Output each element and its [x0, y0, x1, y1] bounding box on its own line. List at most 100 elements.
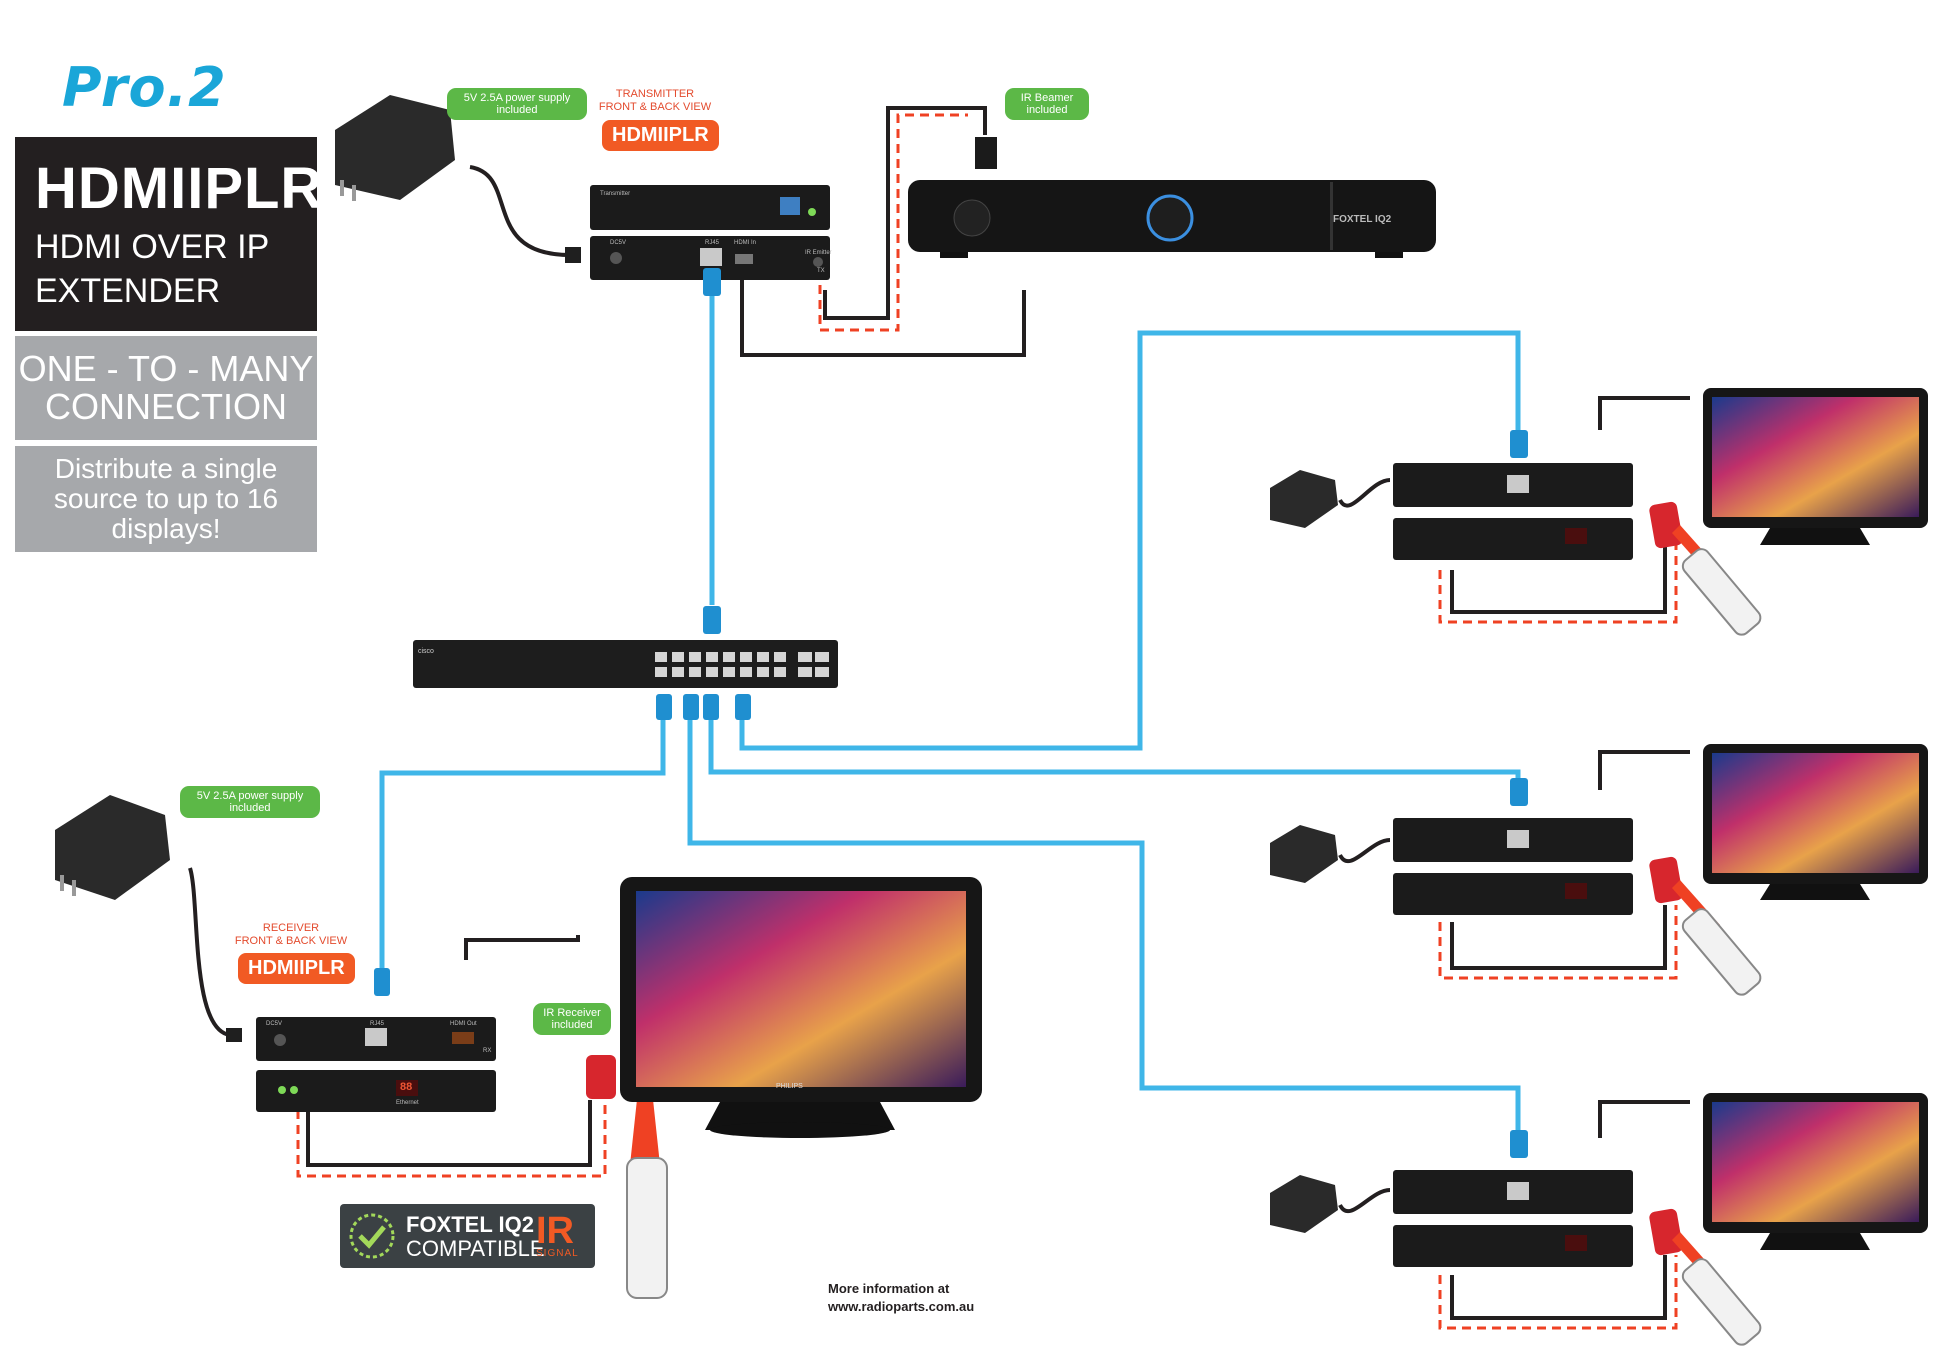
callout-text: IR Receiver: [543, 1007, 601, 1019]
tv-large: [620, 877, 982, 1138]
label-text: TRANSMITTER: [615, 88, 695, 100]
transmitter-label: TRANSMITTER FRONT & BACK VIEW: [590, 88, 720, 114]
rx-back-rx: RX: [483, 1048, 492, 1054]
tv-small: [1703, 744, 1928, 900]
distribute-line-2: source to up to 16: [53, 483, 279, 514]
connection-line-1: ONE - TO - MANY: [18, 348, 314, 389]
rx-back-rj45: RJ45: [370, 1021, 385, 1027]
network-switch: [413, 640, 838, 688]
receiver-device-left: [256, 1017, 496, 1112]
badge-signal: SIGNAL: [536, 1248, 579, 1259]
callout-text: IR Beamer: [1020, 92, 1074, 104]
subtitle-line-1: HDMI OVER IP: [35, 228, 270, 266]
power-adapter-icon: [335, 95, 581, 263]
title-box: HDMIIPLR HDMI OVER IP EXTENDER: [15, 137, 322, 331]
ir-receiver-icon: [586, 501, 1683, 1256]
badge-line-2: COMPATIBLE: [406, 1236, 545, 1261]
more-info: More information at www.radioparts.com.a…: [828, 1280, 974, 1316]
product-title: HDMIIPLR: [35, 156, 324, 221]
set-top-box: [908, 180, 1436, 258]
power-adapter-icon: [55, 795, 242, 1042]
power-cable-rx-left: [188, 867, 231, 1037]
connection-box: ONE - TO - MANY CONNECTION: [15, 336, 317, 440]
hdmi-rx-left-to-tv: [464, 935, 580, 960]
tv-small: [1703, 1093, 1928, 1250]
ethernet-switch-to-rx3: [687, 700, 1521, 1130]
badge-ir: IR: [536, 1210, 574, 1252]
product-subtitle: HDMI OVER IP EXTENDER: [35, 225, 269, 313]
power-cable-rx1: [1338, 478, 1391, 508]
tx-back-hdmi: HDMI In: [734, 240, 757, 246]
ir-beamer-icon: [975, 137, 997, 169]
transmitter-tag: HDMIIPLR: [602, 120, 719, 151]
label-text: FRONT & BACK VIEW: [234, 935, 348, 947]
ir-rx-left-loop: [306, 1100, 592, 1167]
rx-front-led: 88: [400, 1081, 413, 1093]
power-cable-rx2: [1338, 838, 1391, 864]
callout-text: 5V 2.5A power supply: [463, 92, 571, 104]
ir-dashed-tx: [818, 113, 968, 332]
tv-small: [1703, 388, 1928, 545]
power-adapter-icon: [1270, 470, 1338, 1233]
ethernet-switch-to-rx-left: [379, 700, 666, 975]
ir-dashed-rx-left: [296, 1100, 607, 1178]
tv-brand: PHILIPS: [776, 1083, 803, 1090]
hdmi-cables: [188, 106, 1690, 1320]
tx-back-dc: DC5V: [610, 240, 627, 246]
tx-back-ir: IR Emitter: [805, 250, 832, 256]
more-info-line-1: More information at: [828, 1281, 950, 1296]
ethernet-switch-to-rx2: [708, 700, 1521, 782]
led-display-icon: [1565, 528, 1587, 1251]
ethernet-cables: [379, 285, 1521, 1130]
distribute-box: Distribute a single source to up to 16 d…: [15, 446, 317, 552]
callout-ir-beamer: IR Beamer included: [1005, 88, 1089, 120]
hdmi-rx3-to-tv: [1598, 1100, 1690, 1138]
brand-logo: Pro.2: [62, 56, 227, 119]
callout-text: included: [1026, 104, 1068, 116]
rx-back-hdmi: HDMI Out: [450, 1021, 477, 1027]
callout-text: included: [551, 1019, 593, 1031]
rx-back-dc: DC5V: [266, 1021, 283, 1027]
distribute-line-3: displays!: [111, 513, 221, 544]
label-text: FRONT & BACK VIEW: [598, 101, 712, 113]
more-info-url[interactable]: www.radioparts.com.au: [828, 1299, 975, 1314]
receiver-tag: HDMIIPLR: [238, 953, 355, 984]
tx-front-text: Transmitter: [600, 191, 631, 197]
ethernet-switch-to-rx1: [739, 330, 1521, 751]
callout-power-top: 5V 2.5A power supply included: [447, 88, 587, 120]
ir-beamer-loop: [823, 106, 987, 320]
badge-line-1: FOXTEL IQ2: [406, 1212, 534, 1237]
callout-power-bottom: 5V 2.5A power supply included: [180, 786, 320, 818]
stb-brand: FOXTEL IQ2: [1333, 214, 1392, 225]
subtitle-line-2: EXTENDER: [35, 272, 221, 310]
hdmi-rx2-to-tv: [1598, 750, 1690, 790]
callout-text: included: [496, 104, 538, 116]
callout-text: 5V 2.5A power supply: [196, 790, 304, 802]
transmitter-device: [590, 185, 830, 280]
ir-dashed-rx3: [1438, 1255, 1678, 1330]
ir-rx1-loop: [1450, 545, 1667, 614]
ir-dashed-rx2: [1438, 905, 1678, 980]
label-text: RECEIVER: [262, 922, 320, 934]
rj45-plug-icon: [374, 268, 1528, 1158]
check-icon: [349, 1213, 395, 1259]
hdmi-rx1-to-tv: [1598, 396, 1690, 430]
hdmi-tx-to-stb: [740, 275, 1026, 357]
tx-back-tx: TX: [817, 268, 825, 274]
ir-rx2-loop: [1450, 905, 1667, 970]
switch-brand: cisco: [418, 648, 434, 655]
distribute-line-1: Distribute a single: [54, 453, 278, 484]
callout-ir-receiver: IR Receiver included: [533, 1003, 611, 1035]
remote-control-icon: [626, 548, 1762, 1346]
rj45-port-icon: [1507, 475, 1529, 1200]
callout-text: included: [229, 802, 271, 814]
power-cable-tx: [469, 165, 571, 257]
connection-line-2: CONNECTION: [44, 386, 287, 427]
foxtel-compatible-badge: FOXTEL IQ2 COMPATIBLE IR SIGNAL: [340, 1204, 595, 1268]
ir-rx3-loop: [1450, 1255, 1667, 1320]
rx-front-ethernet: Ethernet: [396, 1100, 419, 1106]
ir-dashed-lines: [296, 113, 1678, 1330]
power-cable-rx3: [1338, 1188, 1391, 1214]
receiver-label: RECEIVER FRONT & BACK VIEW: [226, 922, 356, 948]
